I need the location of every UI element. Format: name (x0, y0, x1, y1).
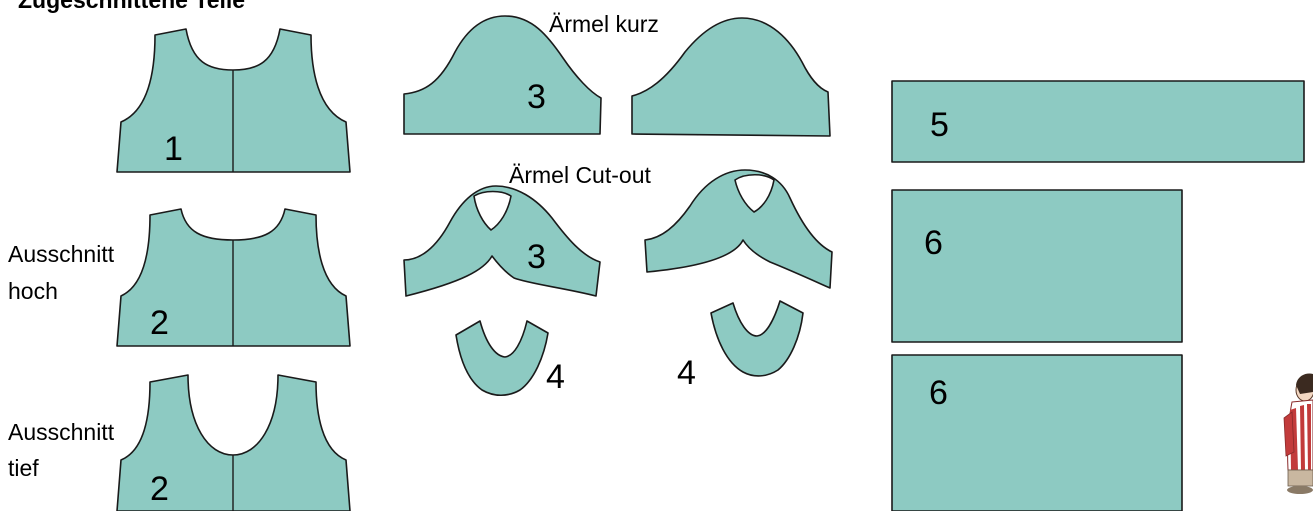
bodice-piece-2-deep (116, 374, 351, 511)
bodice-piece-1 (116, 28, 351, 173)
piece-number-2-high: 2 (150, 304, 169, 342)
facing-left (455, 320, 549, 397)
piece-number-2-deep: 2 (150, 470, 169, 508)
neck-deep-label-line2: tief (8, 455, 39, 481)
neck-high-label-line2: hoch (8, 278, 58, 304)
panel-piece-6-bottom (891, 354, 1183, 511)
doll-figure-icon (1283, 373, 1313, 494)
piece-number-5: 5 (930, 106, 949, 144)
piece-number-4-left: 4 (546, 358, 565, 396)
piece-number-4-right: 4 (677, 354, 696, 392)
piece-number-6-top: 6 (924, 224, 943, 262)
neck-high-label-line1: Ausschnitt (8, 241, 115, 267)
piece-number-3-short: 3 (527, 78, 546, 116)
sleeve-cutout-right (644, 169, 833, 289)
piece-number-1: 1 (164, 130, 183, 168)
sleeve-cutout-caption: Ärmel Cut-out (509, 162, 651, 188)
neck-deep-label-line1: Ausschnitt (8, 419, 115, 445)
facing-right (710, 300, 804, 377)
piece-number-6-bottom: 6 (929, 374, 948, 412)
sleeve-cutout-left (403, 185, 601, 297)
sleeve-short-left (403, 15, 602, 135)
page-title: Zugeschnittene Teile (18, 0, 245, 13)
bodice-piece-2-high (116, 208, 351, 347)
sleeve-short-right (631, 17, 831, 137)
panel-piece-6-top (891, 189, 1183, 343)
piece-number-3-cutout: 3 (527, 238, 546, 276)
band-piece-5 (891, 80, 1305, 163)
sleeve-short-caption: Ärmel kurz (549, 11, 659, 37)
